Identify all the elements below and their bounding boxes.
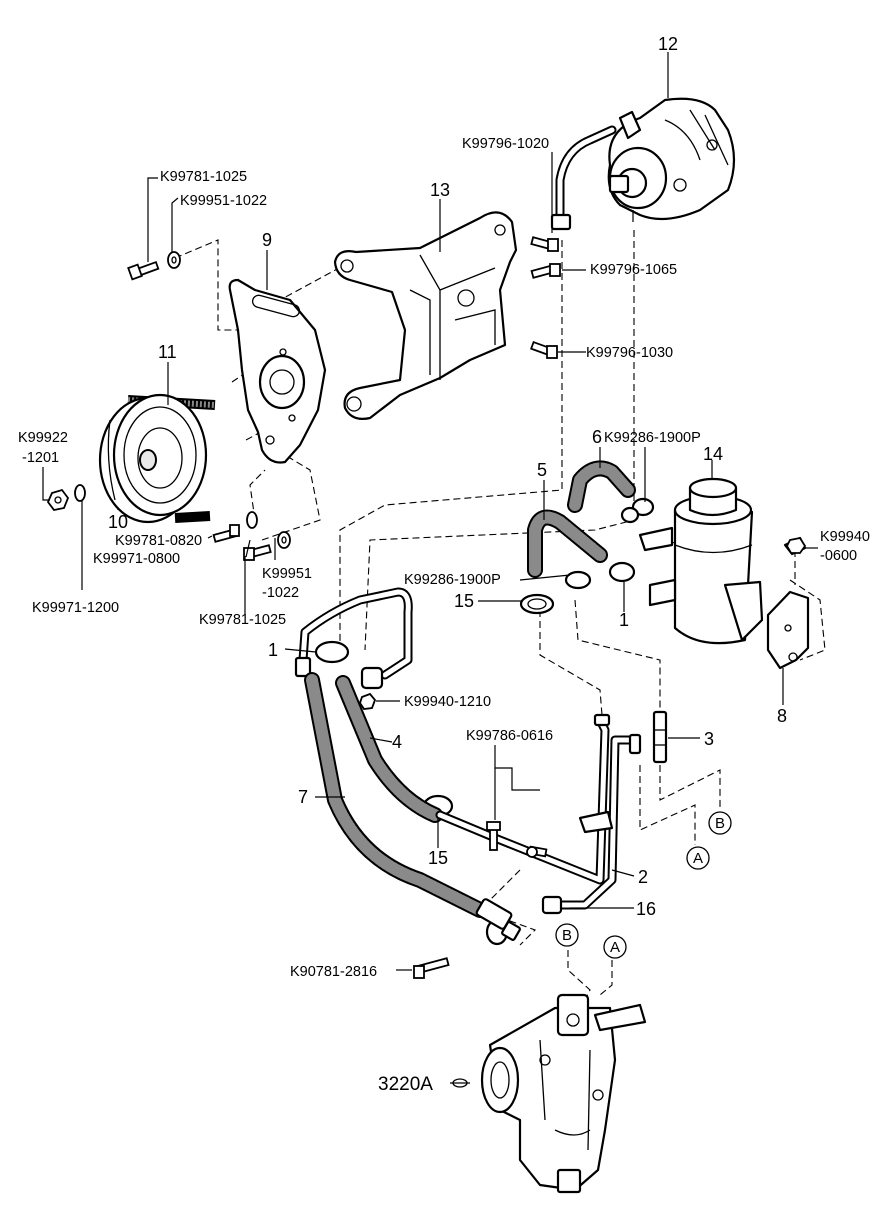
callout-1-right: 1 bbox=[619, 610, 629, 630]
suction-hose-5 bbox=[527, 509, 608, 578]
label-k99796-1020: K99796-1020 bbox=[462, 136, 549, 152]
pump-suction-pipe bbox=[550, 125, 617, 231]
mounting-plate bbox=[228, 278, 327, 464]
assembly-guide-lines bbox=[174, 230, 826, 1001]
label-k99971-1200: K99971-1200 bbox=[32, 600, 119, 616]
label-k99951-a: K99951 bbox=[262, 566, 312, 582]
washer-k99951-1022-top bbox=[167, 251, 181, 269]
washer-k99971-1200 bbox=[74, 484, 86, 502]
callout-16: 16 bbox=[636, 899, 656, 919]
callout-11: 11 bbox=[158, 342, 177, 362]
label-k99940-0600-b: -0600 bbox=[820, 548, 857, 564]
bolt-k99786-0616-b bbox=[526, 845, 548, 858]
label-k99971-0800: K99971-0800 bbox=[93, 551, 180, 567]
callout-5: 5 bbox=[537, 460, 547, 480]
return-hose-4 bbox=[335, 675, 443, 823]
power-steering-pump bbox=[607, 97, 736, 222]
bolt-k99796-1065 bbox=[530, 263, 561, 279]
callout-12: 12 bbox=[658, 34, 678, 54]
label-k99951-b: -1022 bbox=[262, 585, 299, 601]
label-k90781-2816: K90781-2816 bbox=[290, 964, 377, 980]
label-k99286-1900p-top: K99286-1900P bbox=[604, 430, 701, 446]
callout-2: 2 bbox=[638, 867, 648, 887]
label-k99940-0600-a: K99940 bbox=[820, 529, 870, 545]
callout-7: 7 bbox=[298, 787, 308, 807]
label-3220a: 3220A bbox=[378, 1074, 433, 1095]
callout-14: 14 bbox=[703, 444, 723, 464]
high-pressure-hose-7 bbox=[304, 672, 521, 941]
callout-15-top: 15 bbox=[454, 591, 474, 611]
callout-3: 3 bbox=[704, 729, 714, 749]
pulley bbox=[98, 393, 208, 524]
label-k99781-1025-bottom: K99781-1025 bbox=[199, 612, 286, 628]
label-k99951-1022-top: K99951-1022 bbox=[180, 193, 267, 209]
callout-15-bottom: 15 bbox=[428, 848, 448, 868]
bolt-k99796-1030 bbox=[530, 340, 558, 359]
label-k99781-1025-top: K99781-1025 bbox=[160, 169, 247, 185]
label-k99286-1900p-mid: K99286-1900P bbox=[404, 572, 501, 588]
bolt-k99781-1025-top bbox=[127, 260, 160, 281]
label-k99922-a: K99922 bbox=[18, 430, 68, 446]
callout-1-left: 1 bbox=[268, 640, 278, 660]
bolt-k99796-1020 bbox=[530, 236, 559, 252]
part-labels: K99781-1025 K99951-1022 K99796-1020 K997… bbox=[18, 136, 870, 1095]
washer-k99971-0800 bbox=[246, 511, 258, 529]
bolt-k99781-0820 bbox=[212, 524, 240, 543]
reservoir-bracket bbox=[766, 536, 810, 670]
part-number-callouts: 12 13 9 11 10 6 14 5 15 1 8 1 4 3 7 15 2… bbox=[108, 34, 787, 919]
leader-lines bbox=[42, 52, 818, 1084]
connector-a-right-label: A bbox=[693, 850, 703, 867]
nut-k99940-1210 bbox=[359, 692, 377, 710]
label-k99796-1065: K99796-1065 bbox=[590, 262, 677, 278]
connector-a-bottom: A bbox=[603, 935, 627, 959]
connector-b-bottom-label: B bbox=[562, 927, 572, 944]
callout-10: 10 bbox=[108, 512, 128, 532]
steering-gear-box bbox=[480, 993, 647, 1194]
bolt-k99786-0616-a bbox=[486, 821, 501, 851]
connector-a-right: A bbox=[686, 846, 710, 870]
connector-b-right-label: B bbox=[715, 815, 725, 832]
label-k99786-0616: K99786-0616 bbox=[466, 728, 553, 744]
label-k99796-1030: K99796-1030 bbox=[586, 345, 673, 361]
callout-4: 4 bbox=[392, 732, 402, 752]
reservoir-tank bbox=[638, 477, 764, 645]
callout-6: 6 bbox=[592, 427, 602, 447]
label-k99781-0820: K99781-0820 bbox=[115, 533, 202, 549]
pressure-pipe bbox=[294, 587, 413, 690]
return-hose-6 bbox=[567, 460, 636, 513]
pump-bracket bbox=[333, 211, 518, 420]
return-pipe-2 bbox=[435, 713, 642, 915]
union-fitting-3 bbox=[652, 710, 668, 764]
fasteners bbox=[46, 236, 807, 979]
connector-b-bottom: B bbox=[555, 923, 579, 947]
connector-b-right: B bbox=[708, 811, 732, 835]
nut-k99940-0600 bbox=[785, 536, 807, 554]
callout-13: 13 bbox=[430, 180, 450, 200]
nut-k99922-1201 bbox=[46, 488, 70, 511]
connector-a-bottom-label: A bbox=[610, 939, 620, 956]
washer-k99951-1022-bottom bbox=[277, 531, 291, 549]
bolt-k90781-2816 bbox=[413, 957, 450, 979]
callout-8: 8 bbox=[777, 706, 787, 726]
callout-9: 9 bbox=[262, 230, 272, 250]
bolt-k99781-1025-bottom bbox=[243, 544, 272, 561]
label-k99940-1210: K99940-1210 bbox=[404, 694, 491, 710]
label-k99922-b: -1201 bbox=[22, 450, 59, 466]
